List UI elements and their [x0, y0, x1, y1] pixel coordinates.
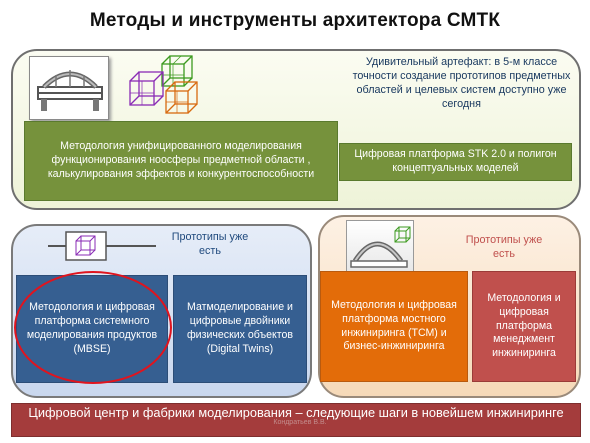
purple-cube-icon — [129, 71, 164, 106]
box-tcm: Методология и цифровая платформа мостног… — [320, 271, 468, 382]
top-panel-note: Удивительный артефакт: в 5-м классе точн… — [352, 56, 571, 111]
author-watermark: Кондратьев В.В. — [273, 419, 327, 426]
bridge-logo-icon — [350, 226, 411, 268]
box-stk-platform-label: Цифровая платформа STK 2.0 и полигон кон… — [354, 148, 557, 174]
right-panel-note: Прототипы уже есть — [465, 234, 543, 261]
bridge-logo-card-small — [346, 220, 414, 272]
bridge-logo-icon — [37, 70, 103, 111]
box-management-engineering: Методология и цифровая платформа менеджм… — [472, 271, 576, 382]
orange-cube-icon — [165, 81, 198, 114]
purple-cube-icon — [48, 231, 156, 261]
box-unified-modeling-methodology-label: Методология унифицированного моделирован… — [47, 140, 315, 180]
box-stk-platform: Цифровая платформа STK 2.0 и полигон кон… — [339, 143, 572, 181]
box-digital-twins: Матмоделирование и цифровые двойники физ… — [173, 275, 307, 383]
box-mbse: Методология и цифровая платформа системн… — [16, 275, 168, 383]
bottom-bar: Цифровой центр и фабрики моделирования –… — [11, 403, 581, 437]
bottom-bar-label: Цифровой центр и фабрики моделирования –… — [28, 405, 564, 420]
box-unified-modeling-methodology: Методология унифицированного моделирован… — [24, 121, 338, 201]
bridge-logo-card — [29, 56, 109, 120]
slide-title: Методы и инструменты архитектора СМТК — [89, 10, 501, 31]
box-management-engineering-label: Методология и цифровая платформа менеджм… — [487, 291, 561, 360]
box-digital-twins-label: Матмоделирование и цифровые двойники физ… — [186, 301, 294, 355]
box-tcm-label: Методология и цифровая платформа мостног… — [331, 298, 457, 353]
box-mbse-label: Методология и цифровая платформа системн… — [26, 301, 158, 355]
left-panel-note: Прототипы уже есть — [171, 231, 249, 258]
